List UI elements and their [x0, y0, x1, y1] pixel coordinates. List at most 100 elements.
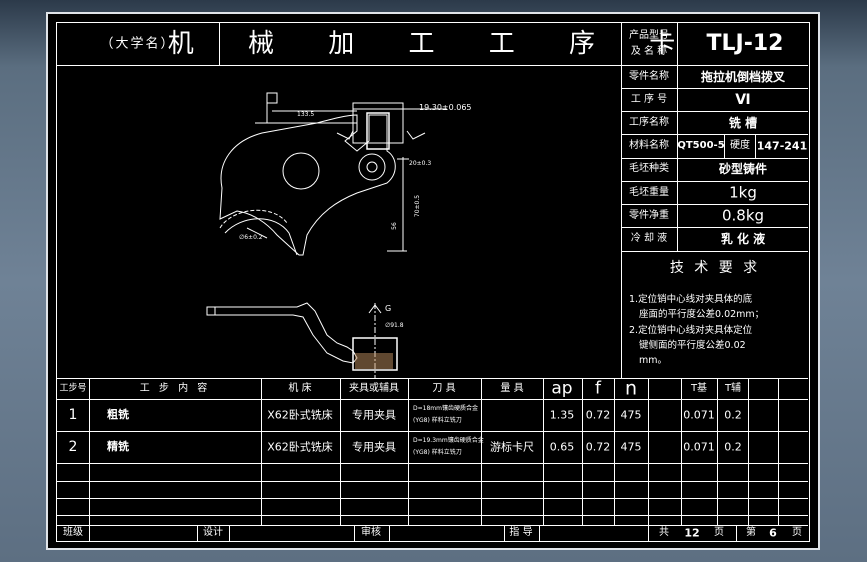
row-line: [621, 134, 808, 135]
tech-line: 2.定位销中心线对夹具体定位: [629, 325, 753, 336]
boss-circle: [282, 152, 320, 190]
fork-outline: [219, 114, 396, 256]
col-line: [614, 378, 615, 525]
info-value: 1kg: [729, 183, 757, 202]
col-line: [582, 378, 583, 525]
table-line: [57, 481, 808, 482]
divider: [219, 23, 220, 65]
row-f: 0.72: [585, 408, 611, 422]
info-label: 毛坯重量: [629, 187, 669, 198]
slot-cutter: [366, 112, 390, 150]
table-line: [57, 463, 808, 464]
row-tf: 0.2: [724, 440, 742, 454]
dim-slot-text: 19.30±0.065: [419, 103, 472, 112]
tech-line: 1.定位销中心线对夹具体的底: [629, 294, 753, 305]
dim-text: 70±0.5: [414, 194, 422, 218]
row-line: [621, 251, 808, 252]
row-step-no: 2: [68, 439, 78, 455]
info-extra-label: 硬度: [730, 140, 750, 151]
tech-line: 座面的平行度公差0.02mm；: [639, 309, 765, 320]
cutter-side: [352, 337, 398, 371]
row-tool-line: (YG8) 样料立铣刀: [413, 449, 462, 456]
row-ap: 0.65: [549, 440, 575, 454]
info-label: 零件名称: [629, 71, 669, 82]
col-line: [89, 378, 90, 525]
col-line: [717, 378, 718, 525]
footer-divider: [354, 525, 355, 542]
row-fixture: 专用夹具: [352, 440, 396, 454]
col-line: [648, 378, 649, 525]
dim-text: ∅91.8: [385, 322, 404, 329]
table-line: [57, 498, 808, 499]
header-n: n: [624, 377, 638, 400]
footer-design-label: 设计: [203, 527, 223, 538]
table-line: [57, 515, 808, 516]
mark-g: G: [385, 304, 392, 313]
row-tool-line: D=19.3mm镶齿硬质合金: [413, 437, 484, 444]
clamp-marks: [336, 130, 426, 140]
panel-divider: [724, 134, 725, 158]
product-code: TLJ-12: [706, 31, 784, 56]
part-drawing: [206, 92, 447, 378]
header-line: [57, 65, 808, 66]
fork-arc: [224, 218, 298, 256]
header-tool: 刀 具: [432, 383, 456, 394]
divider: [621, 23, 622, 65]
table-top-line: [57, 378, 808, 379]
row-tool-line: D=18mm镶齿硬质合金: [413, 405, 478, 412]
row-content: 精铣: [107, 440, 129, 453]
info-label: 材料名称: [629, 140, 669, 151]
footer-sheet-label: 第: [746, 527, 756, 538]
row-line: [621, 111, 808, 112]
info-value: 砂型铸件: [718, 162, 768, 176]
dim-text: 133.5: [297, 111, 315, 118]
datum-box: [266, 92, 278, 104]
header-step-no: 工步号: [59, 383, 87, 394]
row-f: 0.72: [585, 440, 611, 454]
g-arrow: [368, 304, 382, 314]
footer-divider: [539, 525, 540, 542]
card-title: 机 械 加 工 工 序 卡: [167, 29, 699, 59]
info-label: 工 序 号: [630, 94, 668, 105]
footer-total-label: 共: [659, 527, 669, 538]
row-tb: 0.071: [683, 408, 715, 422]
info-value: QT500-5: [677, 140, 725, 151]
col-line: [408, 378, 409, 525]
dim-text: ∅6±0.2: [239, 234, 263, 241]
footer-sheet-no: 6: [769, 526, 777, 540]
info-value: Ⅵ: [735, 92, 751, 108]
process-card: （大学名） 机 械 加 工 工 序 卡 产品型号 及 名 称 TLJ-12 零件…: [56, 22, 810, 542]
header-tf: T辅: [724, 383, 742, 394]
info-extra-value: 147-241: [756, 139, 808, 153]
info-value: 乳 化 液: [720, 232, 766, 246]
drawing-sheet: （大学名） 机 械 加 工 工 序 卡 产品型号 及 名 称 TLJ-12 零件…: [46, 12, 820, 550]
footer-line: [57, 525, 808, 526]
table-line: [57, 399, 808, 400]
footer-divider: [389, 525, 390, 542]
cutter-hatch: [355, 353, 393, 369]
info-value: 拖拉机倒档拨叉: [700, 70, 786, 84]
row-tb: 0.071: [683, 440, 715, 454]
info-label: 零件净重: [629, 210, 669, 221]
header-tb: T基: [690, 383, 708, 394]
arc-hidden: [219, 209, 288, 229]
pin-hole-inner: [366, 161, 378, 173]
footer-divider: [89, 525, 90, 542]
col-line: [481, 378, 482, 525]
footer-divider: [197, 525, 198, 542]
row-content: 粗铣: [107, 408, 129, 421]
panel-divider: [755, 134, 756, 158]
info-label: 毛坯种类: [629, 163, 669, 174]
pin-hole: [358, 153, 386, 181]
tech-line: 键侧面的平行度公差0.02: [639, 340, 746, 351]
footer-class-label: 班级: [63, 527, 83, 538]
leader-line: [246, 227, 268, 239]
footer-page-unit: 页: [714, 527, 724, 538]
header-ap: ap: [551, 378, 573, 399]
product-model-label: 产品型号: [629, 30, 669, 41]
panel-border: [621, 65, 622, 378]
row-machine: X62卧式铣床: [267, 440, 333, 454]
header-machine: 机 床: [288, 383, 312, 394]
info-value: 铣 槽: [728, 116, 758, 130]
tech-line: mm。: [639, 355, 668, 366]
